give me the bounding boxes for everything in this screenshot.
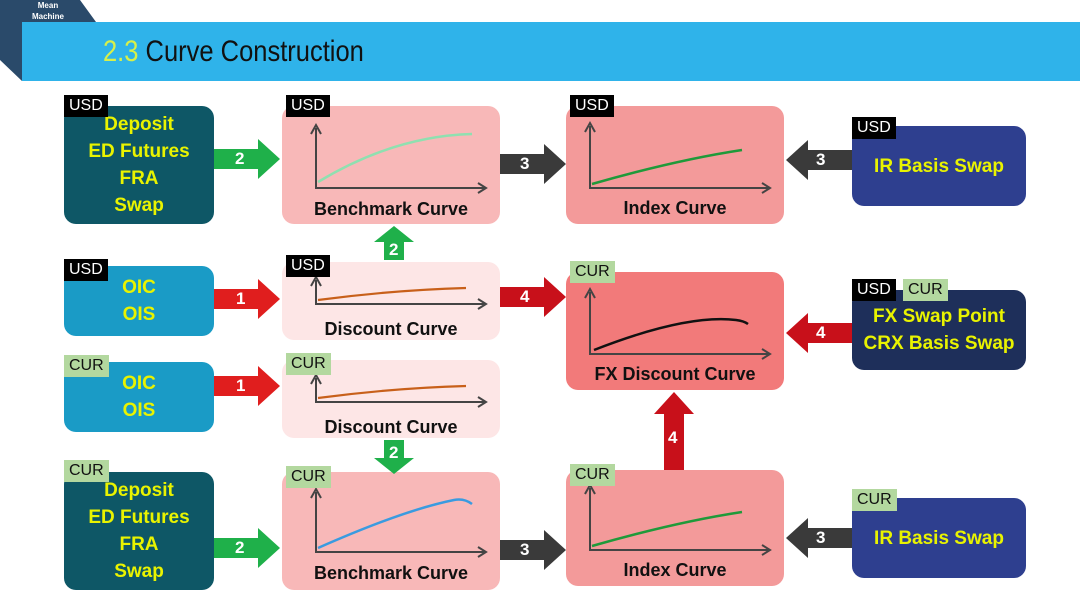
currency-tag-cur: CUR — [570, 464, 615, 486]
currency-tag-cur: CUR — [570, 261, 615, 283]
arrow-right-step-2 — [214, 139, 280, 179]
cur-index-panel: Index Curve — [566, 470, 784, 586]
box-line: FX Swap Point — [873, 306, 1005, 327]
cur-discount-plot — [310, 372, 488, 408]
arrow-left-step-3 — [786, 140, 852, 180]
step-number: 2 — [235, 538, 245, 557]
arrow-right-step-3 — [500, 530, 566, 570]
usd-basis-box: IR Basis Swap — [852, 126, 1026, 206]
box-line: IR Basis Swap — [874, 527, 1004, 549]
arrow-left-step-3 — [786, 518, 852, 558]
step-number: 3 — [520, 540, 530, 559]
fx-discount-plot — [584, 286, 772, 360]
box-line: ED Futures — [88, 507, 190, 528]
step-number: 1 — [236, 289, 246, 308]
arrow-up-step-2 — [374, 226, 414, 260]
curve-label: Discount Curve — [324, 417, 458, 437]
box-line: CRX Basis Swap — [863, 333, 1015, 354]
logo-line-2: Machine — [31, 12, 64, 21]
arrow-right-step-3 — [500, 144, 566, 184]
cur-index-plot — [584, 482, 772, 556]
step-number: 1 — [236, 376, 246, 395]
currency-tag-usd: USD — [852, 117, 896, 139]
currency-tag-cur: CUR — [64, 460, 109, 482]
box-line: ED Futures — [88, 141, 190, 162]
cur-instruments-box: Deposit ED Futures FRA Swap — [64, 472, 214, 590]
box-line: OIS — [122, 304, 156, 325]
currency-tag-cur: CUR — [903, 279, 948, 301]
cur-benchmark-panel: Benchmark Curve — [282, 472, 500, 590]
usd-index-panel: Index Curve — [566, 106, 784, 224]
curve-label: Index Curve — [623, 560, 727, 580]
currency-tag-cur: CUR — [64, 355, 109, 377]
logo-line-1: Mean — [37, 1, 59, 10]
header-bar — [22, 22, 1080, 81]
currency-tag-usd: USD — [64, 95, 108, 117]
curve-label: Index Curve — [623, 198, 727, 218]
box-line: FRA — [119, 168, 159, 189]
arrow-right-step-1 — [214, 279, 280, 319]
currency-tag-usd: USD — [64, 259, 108, 281]
step-number: 3 — [520, 154, 530, 173]
curve-label: Benchmark Curve — [313, 199, 469, 219]
curve-label: Benchmark Curve — [313, 563, 469, 583]
step-number: 4 — [668, 428, 678, 447]
curve-label: FX Discount Curve — [594, 364, 756, 384]
currency-tag-cur: CUR — [286, 466, 331, 488]
currency-tag-usd: USD — [286, 95, 330, 117]
currency-tag-usd: USD — [852, 279, 896, 301]
usd-benchmark-panel: Benchmark Curve — [282, 106, 500, 224]
cur-benchmark-plot — [310, 486, 488, 558]
step-number: 3 — [816, 150, 826, 169]
box-line: IR Basis Swap — [874, 155, 1004, 177]
fx-box: FX Swap Point CRX Basis Swap — [852, 290, 1026, 370]
box-line: OIS — [122, 400, 156, 421]
cur-basis-box: IR Basis Swap — [852, 498, 1026, 578]
currency-tag-cur: CUR — [852, 489, 897, 511]
step-number: 4 — [520, 287, 530, 306]
box-line: Swap — [114, 195, 164, 216]
step-number: 2 — [389, 443, 399, 462]
arrow-right-step-1 — [214, 366, 280, 406]
arrow-right-step-4 — [500, 277, 566, 317]
usd-benchmark-plot — [310, 122, 488, 194]
fx-discount-panel: FX Discount Curve — [566, 272, 784, 390]
logo: Mean Machine — [18, 0, 78, 22]
currency-tag-usd: USD — [570, 95, 614, 117]
step-number: 3 — [816, 528, 826, 547]
box-line: Deposit — [104, 480, 174, 501]
step-number: 2 — [235, 149, 245, 168]
arrow-up-step-4 — [654, 392, 694, 470]
arrow-left-step-4 — [786, 313, 852, 353]
currency-tag-usd: USD — [286, 255, 330, 277]
page-title: 2.3 Curve Construction — [103, 32, 364, 72]
usd-discount-plot — [310, 274, 488, 310]
box-line: FRA — [119, 534, 159, 555]
step-number: 4 — [816, 323, 826, 342]
step-number: 2 — [389, 240, 399, 259]
usd-index-plot — [584, 120, 772, 194]
header-corner — [0, 0, 96, 81]
usd-instruments-box: Deposit ED Futures FRA Swap — [64, 106, 214, 224]
currency-tag-cur: CUR — [286, 353, 331, 375]
box-line: Deposit — [104, 114, 174, 135]
section-number: 2.3 — [103, 35, 139, 68]
arrow-right-step-2 — [214, 528, 280, 568]
arrow-down-step-2 — [374, 440, 414, 474]
title-text: Curve Construction — [145, 35, 364, 68]
curve-label: Discount Curve — [324, 319, 458, 339]
box-line: OIC — [122, 277, 156, 298]
box-line: OIC — [122, 373, 156, 394]
box-line: Swap — [114, 561, 164, 582]
